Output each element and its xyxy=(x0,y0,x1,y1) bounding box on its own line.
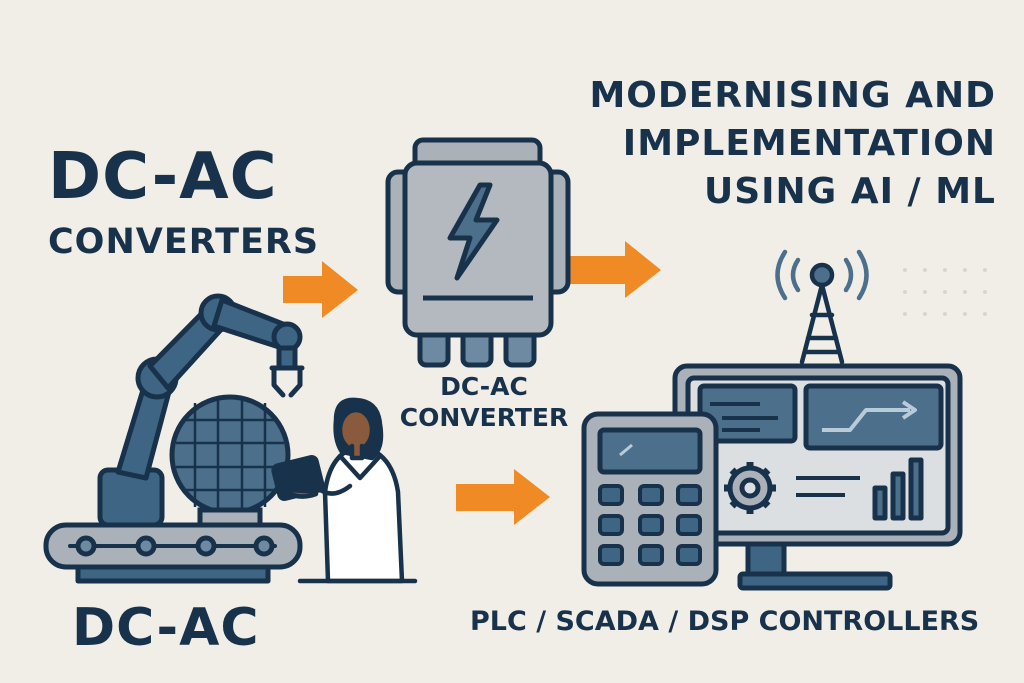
heading-line1: MODERNISING AND xyxy=(589,75,996,116)
converter-label-line1: DC-AC xyxy=(440,372,528,401)
converter-label: DC-AC CONVERTER xyxy=(399,371,569,433)
lightning-bolt-icon xyxy=(447,182,500,281)
gear-icon xyxy=(724,462,776,514)
engineer-with-tablet-icon xyxy=(271,397,418,584)
calculator-controller-icon xyxy=(581,411,719,587)
controllers-label: PLC / SCADA / DSP CONTROLLERS xyxy=(470,606,980,637)
dot-pattern xyxy=(903,268,987,316)
left-title-main: DC-AC xyxy=(48,140,278,214)
bottom-left-label: DC-AC xyxy=(72,598,260,658)
arrow-right-icon xyxy=(568,241,661,298)
heading-line2: IMPLEMENTATION xyxy=(622,123,996,164)
monitor-dashboard-icon xyxy=(672,363,963,591)
silicon-wafer-icon xyxy=(169,394,291,528)
arrow-right-icon xyxy=(456,469,550,525)
converter-box-icon xyxy=(385,137,571,368)
signal-antenna-icon xyxy=(775,249,869,365)
page-heading: MODERNISING AND IMPLEMENTATION USING AI … xyxy=(589,72,996,216)
arrow-right-icon xyxy=(283,261,358,318)
left-title-sub: CONVERTERS xyxy=(48,222,320,262)
heading-line3: USING AI / ML xyxy=(704,171,996,212)
converter-label-line2: CONVERTER xyxy=(399,403,569,432)
robotic-arm-icon xyxy=(43,293,305,584)
